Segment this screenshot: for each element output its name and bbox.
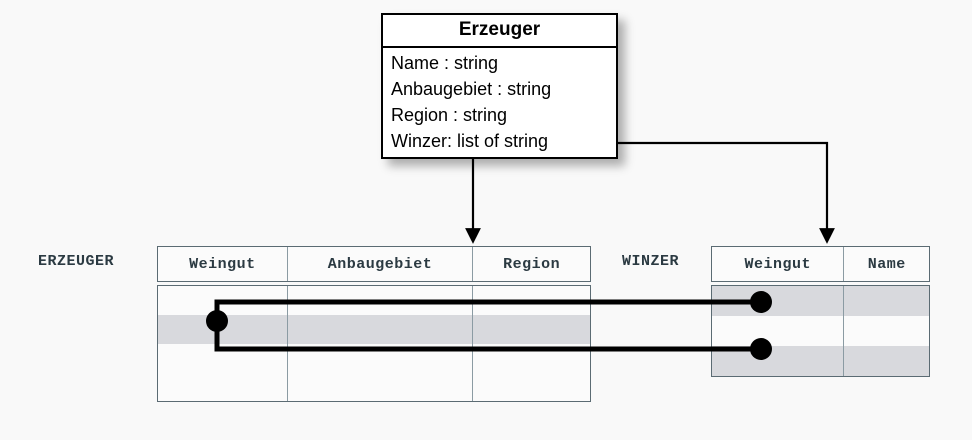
- uml-class-box-erzeuger[interactable]: Erzeuger Name : string Anbaugebiet : str…: [381, 13, 618, 159]
- table-label-winzer: WINZER: [622, 253, 680, 270]
- table-row[interactable]: [158, 373, 287, 401]
- erzeuger-column-weingut[interactable]: Weingut: [158, 247, 288, 281]
- uml-attribute-winzer: Winzer: list of string: [391, 131, 549, 151]
- table-row[interactable]: [473, 315, 591, 344]
- table-label-erzeuger: ERZEUGER: [38, 253, 115, 270]
- winzer-mapping-arrow: [603, 141, 835, 244]
- erzeuger-column-region[interactable]: Region: [473, 247, 590, 281]
- column-header-label: Weingut: [189, 255, 256, 273]
- erzeuger-body-column-weingut: [158, 286, 288, 401]
- erzeuger-body-column-region: [473, 286, 591, 401]
- table-row[interactable]: [844, 286, 929, 316]
- winzer-column-name[interactable]: Name: [844, 247, 929, 281]
- column-header-label: Name: [867, 255, 906, 273]
- winzer-body-column-weingut: [712, 286, 845, 376]
- table-row[interactable]: [712, 286, 844, 316]
- table-row[interactable]: [158, 344, 287, 373]
- column-header-label: Region: [503, 255, 561, 273]
- uml-attribute-name: Name : string: [391, 53, 499, 73]
- winzer-header-row: Weingut Name: [711, 246, 930, 282]
- winzer-body-column-name: [844, 286, 929, 376]
- table-row[interactable]: [288, 344, 473, 373]
- erzeuger-table-body: [157, 285, 591, 402]
- uml-attribute-anbaugebiet: Anbaugebiet : string: [391, 79, 552, 99]
- table-row[interactable]: [158, 315, 287, 344]
- table-row[interactable]: [473, 344, 590, 373]
- uml-class-name: Erzeuger: [383, 15, 616, 48]
- column-header-label: Anbaugebiet: [327, 255, 433, 273]
- table-row[interactable]: [844, 346, 929, 376]
- table-row[interactable]: [473, 373, 590, 401]
- winzer-table-body: [711, 285, 930, 377]
- uml-attribute-region: Region : string: [391, 105, 508, 125]
- table-row[interactable]: [473, 286, 590, 315]
- uml-attribute-list: Name : string Anbaugebiet : string Regio…: [383, 48, 616, 157]
- table-row[interactable]: [288, 373, 473, 401]
- erzeuger-body-column-anbaugebiet: [287, 286, 474, 401]
- winzer-column-weingut[interactable]: Weingut: [712, 247, 845, 281]
- erzeuger-header-row: Weingut Anbaugebiet Region: [157, 246, 591, 282]
- column-header-label: Weingut: [744, 255, 811, 273]
- erzeuger-column-anbaugebiet[interactable]: Anbaugebiet: [288, 247, 474, 281]
- table-row[interactable]: [287, 315, 473, 344]
- table-row[interactable]: [158, 286, 287, 315]
- table-row[interactable]: [288, 286, 473, 315]
- table-row[interactable]: [844, 316, 929, 346]
- table-row[interactable]: [712, 316, 843, 346]
- table-row[interactable]: [712, 346, 844, 376]
